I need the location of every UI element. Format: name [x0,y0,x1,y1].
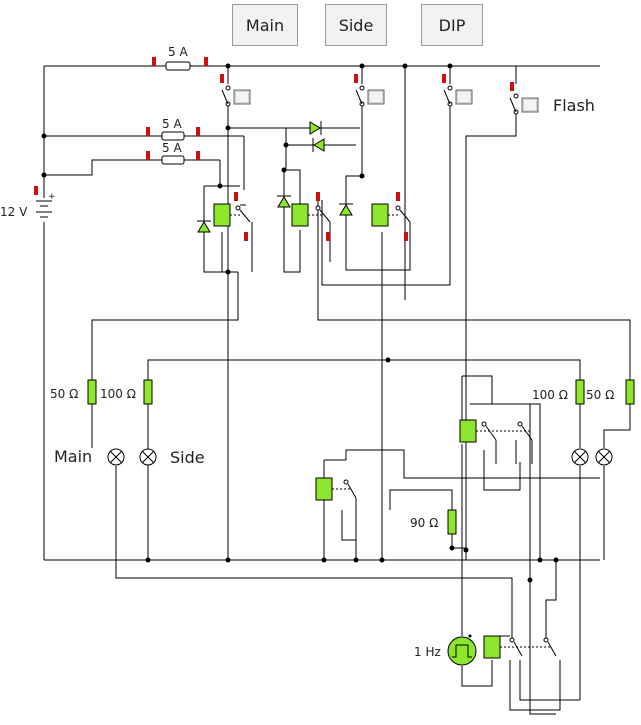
resistor-90 [447,509,457,535]
resistor-100-right [575,379,585,405]
diode-relay-3 [339,203,353,216]
resistor-50-left [87,379,97,405]
fuse-bottom [146,151,200,165]
relay-right [459,419,533,464]
diode-relay-1 [197,220,211,233]
dip-button[interactable]: DIP [421,4,483,46]
relay-2 [291,192,331,241]
battery: + [34,186,56,218]
oscillator-label: 1 Hz [414,645,441,659]
switch-flash [509,82,539,115]
fuse-label-2: 5 A [162,117,182,131]
lamp-right-1 [571,448,589,466]
resistor-label-5: 90 Ω [410,516,438,530]
lamp-label-side: Side [170,448,205,467]
junctions [41,63,559,583]
relay-1 [213,192,253,241]
resistor-100-left [143,379,153,405]
switch-main [220,74,251,107]
relay-middle [315,477,357,540]
oscillator-1hz [447,634,477,666]
fuse-middle [146,127,200,141]
side-button[interactable]: Side [325,4,387,46]
diode-top-2 [312,138,325,152]
resistor-label-1: 50 Ω [50,387,78,401]
resistor-label-2: 100 Ω [100,387,136,401]
lamp-side [139,448,157,466]
relay-bottom [483,635,557,659]
switch-dip [442,74,473,107]
fuse-top [152,57,208,71]
diode-top-1 [309,121,322,135]
fuse-label-3: 5 A [162,141,182,155]
resistor-label-4: 50 Ω [586,388,614,402]
resistor-50-right [625,379,635,405]
switch-side [354,74,385,107]
main-button[interactable]: Main [232,4,298,46]
battery-label: 12 V [0,205,28,219]
svg-text:+: + [48,192,56,202]
lamp-right-2 [595,448,613,466]
lamp-main [107,448,125,466]
diode-relay-2 [277,195,291,208]
relay-3 [371,192,411,241]
flash-label: Flash [553,96,595,115]
resistor-label-3: 100 Ω [532,388,568,402]
lamp-label-main: Main [54,447,92,466]
fuse-label-1: 5 A [168,45,188,59]
